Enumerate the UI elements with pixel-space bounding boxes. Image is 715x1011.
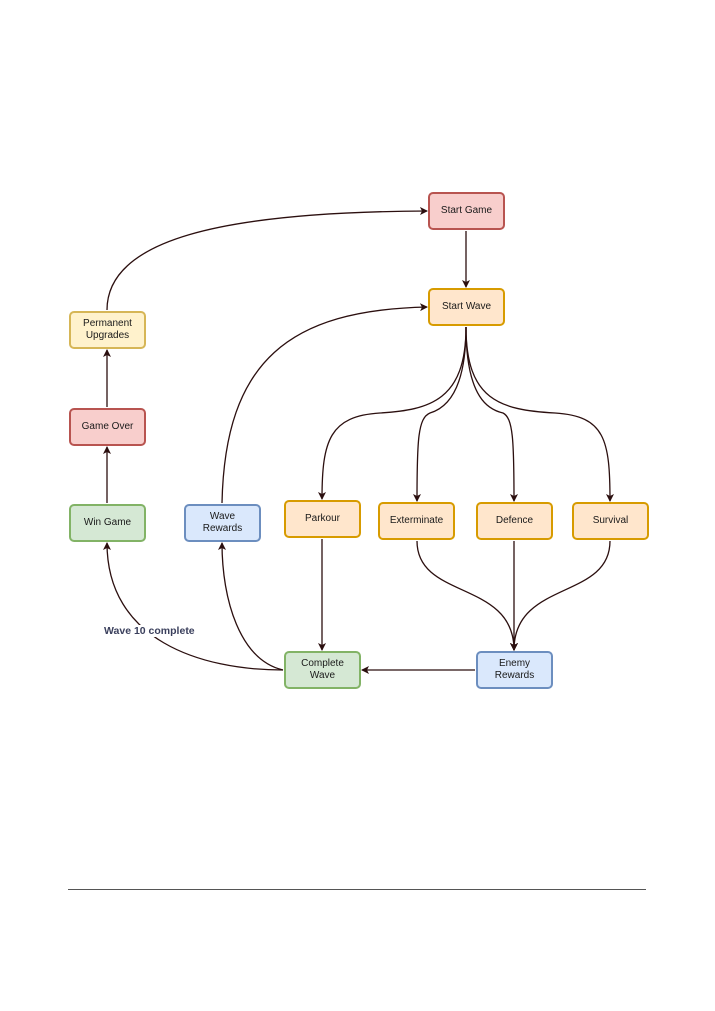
edge-start-wave-to-survival	[465, 326, 614, 502]
edge-wave-rewards-to-start-wave	[221, 303, 428, 504]
node-enemy-rewards: Enemy Rewards	[476, 651, 553, 689]
edge-start-wave-to-parkour	[318, 326, 467, 500]
edge-start-wave-to-defence	[465, 326, 518, 502]
edge-complete-wave-to-wave-rewards	[218, 542, 284, 671]
node-survival: Survival	[572, 502, 649, 540]
edge-survival-to-enemy-rewards	[510, 540, 611, 651]
node-win-game: Win Game	[69, 504, 146, 542]
edge-start-wave-to-exterminate	[413, 326, 467, 502]
node-permanent-upgrades: Permanent Upgrades	[69, 311, 146, 349]
node-wave-rewards: Wave Rewards	[184, 504, 261, 542]
node-complete-wave: Complete Wave	[284, 651, 361, 689]
node-parkour: Parkour	[284, 500, 361, 538]
node-exterminate: Exterminate	[378, 502, 455, 540]
footer-divider	[68, 889, 646, 890]
node-defence: Defence	[476, 502, 553, 540]
edge-permanent-upgrades-to-start-game	[106, 207, 428, 311]
node-start-game: Start Game	[428, 192, 505, 230]
node-game-over: Game Over	[69, 408, 146, 446]
edge-label-wave-10-complete: Wave 10 complete	[102, 625, 197, 637]
edge-exterminate-to-enemy-rewards	[416, 540, 518, 651]
edge-complete-wave-to-win-game	[103, 542, 284, 671]
node-start-wave: Start Wave	[428, 288, 505, 326]
